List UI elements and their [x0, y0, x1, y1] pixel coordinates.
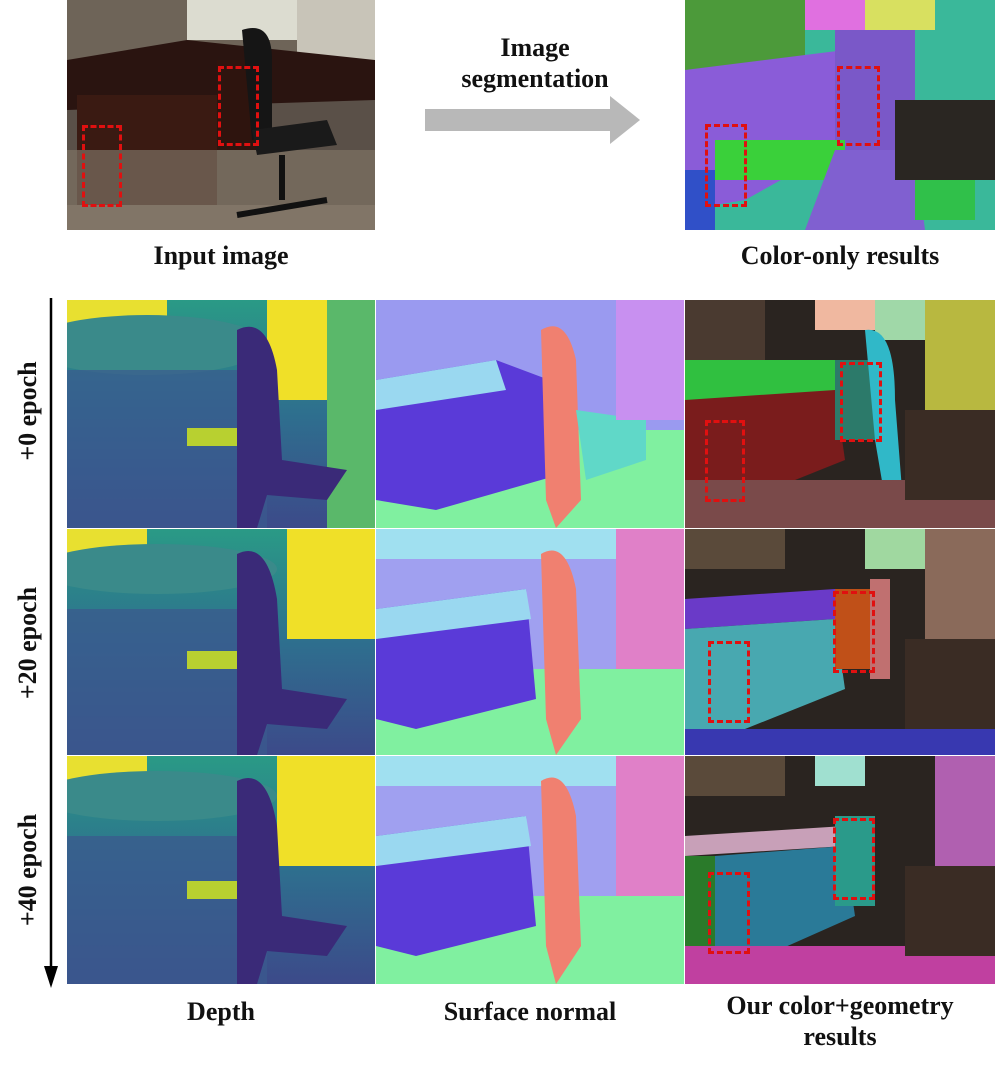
highlight-box — [833, 818, 875, 900]
ours-result-epoch-40 — [685, 756, 995, 984]
normal-map-epoch-20 — [376, 529, 684, 755]
ours-result-epoch-20 — [685, 529, 995, 755]
row-label-40: +40 epoch — [13, 813, 42, 927]
depth-map-epoch-40 — [67, 756, 375, 984]
highlight-box — [708, 641, 750, 723]
highlight-box — [837, 66, 880, 146]
input-image — [67, 0, 375, 230]
row-label-20: +20 epoch — [13, 586, 42, 700]
color-only-results-image — [685, 0, 995, 230]
ours-caption: Our color+geometry results — [726, 991, 954, 1052]
highlight-box — [833, 591, 875, 673]
row-label-0: +0 epoch — [13, 361, 42, 461]
highlight-box — [82, 125, 122, 207]
highlight-box — [705, 124, 747, 207]
color-only-caption: Color-only results — [740, 241, 940, 270]
depth-caption: Depth — [187, 997, 255, 1026]
normal-map-epoch-40 — [376, 756, 684, 984]
input-image-caption: Input image — [153, 241, 289, 270]
normal-map-epoch-0 — [376, 300, 684, 528]
highlight-box — [218, 66, 259, 146]
right-arrow-icon — [425, 96, 640, 144]
depth-map-epoch-20 — [67, 529, 375, 755]
down-arrow-icon — [44, 298, 58, 988]
highlight-box — [708, 872, 750, 954]
ours-result-epoch-0 — [685, 300, 995, 528]
depth-map-epoch-0 — [67, 300, 375, 528]
highlight-box — [840, 362, 882, 442]
highlight-box — [705, 420, 745, 502]
surface-normal-caption: Surface normal — [443, 997, 617, 1026]
arrow-label: Image segmentation — [461, 33, 609, 94]
